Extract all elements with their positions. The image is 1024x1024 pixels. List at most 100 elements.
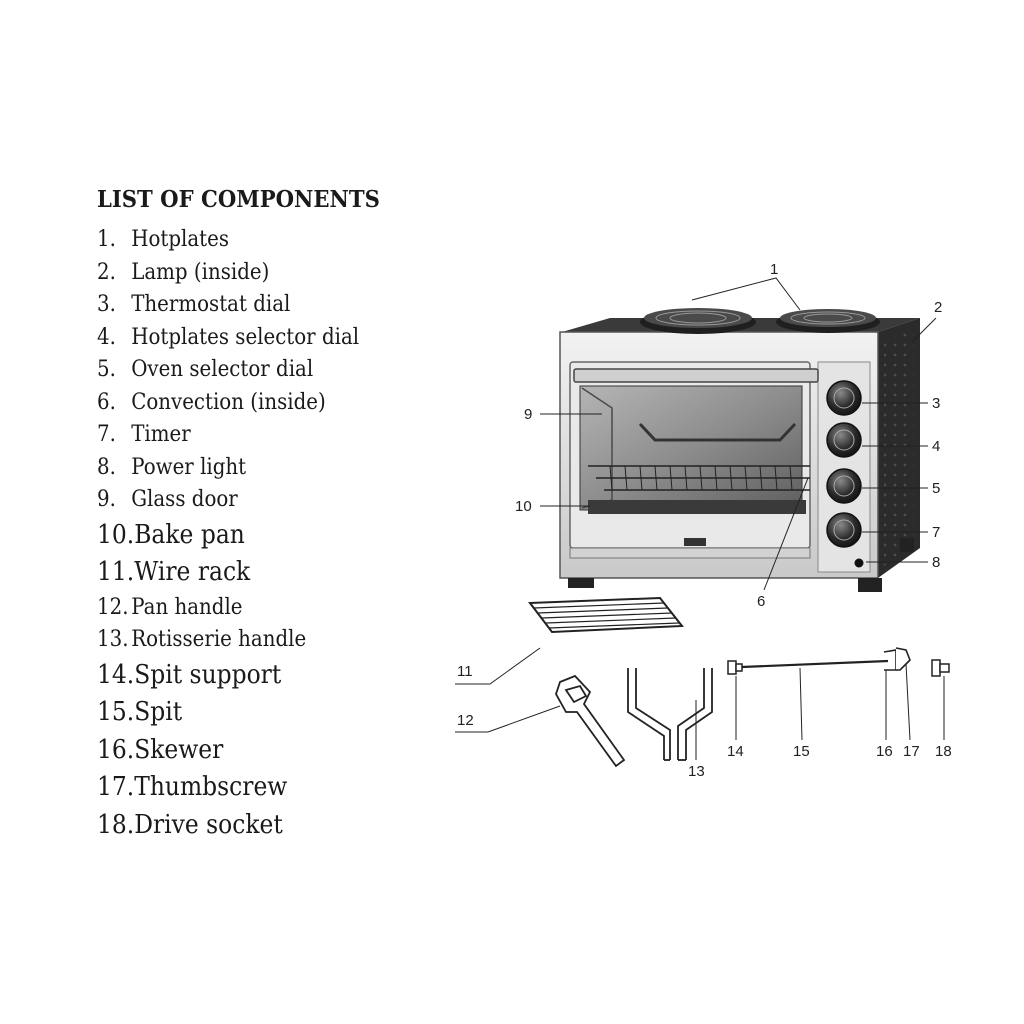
pan-handle — [555, 674, 626, 768]
component-number: 16. — [97, 734, 135, 765]
component-label: Thermostat dial — [131, 292, 291, 317]
callout-9: 9 — [524, 406, 533, 423]
oven-selector-dial — [826, 468, 862, 504]
component-item: 4. Hotplates selector dial — [97, 322, 359, 355]
component-number: 4. — [97, 324, 116, 350]
power-light — [854, 558, 864, 568]
component-item: 2. Lamp (inside) — [97, 257, 359, 290]
component-label: Lamp (inside) — [131, 259, 270, 285]
oven-foot-right — [858, 578, 882, 592]
callout-18: 18 — [935, 743, 952, 760]
callout-17: 17 — [903, 743, 920, 760]
callout-14: 14 — [727, 743, 744, 760]
component-item: 12.Pan handle — [97, 592, 359, 625]
oven — [559, 308, 920, 592]
component-number: 2. — [97, 259, 116, 285]
hotplates-selector-dial — [826, 422, 862, 458]
callout-8: 8 — [932, 554, 941, 571]
component-item: 15.Spit — [97, 694, 359, 732]
oven-foot-back — [900, 538, 914, 552]
component-number: 10. — [97, 519, 135, 550]
thumbscrew — [895, 647, 911, 671]
component-number: 7. — [97, 422, 116, 447]
component-item: 1. Hotplates — [97, 224, 359, 257]
spit-support — [727, 660, 743, 675]
drive-socket — [931, 659, 950, 677]
bake-pan-inside — [588, 500, 806, 514]
callout-10: 10 — [515, 498, 532, 515]
component-item: 18.Drive socket — [97, 807, 359, 845]
component-item: 10.Bake pan — [97, 517, 359, 555]
side-vent-pattern — [884, 330, 914, 566]
rotisserie-inside — [638, 422, 797, 442]
timer-dial — [826, 512, 862, 548]
component-number: 11. — [97, 557, 135, 587]
brand-logo — [684, 538, 706, 546]
component-label: Hotplates — [131, 227, 230, 252]
component-label: Spit — [134, 697, 183, 727]
component-number: 1. — [97, 227, 116, 252]
component-label: Thumbscrew — [134, 772, 288, 802]
leader-lines — [455, 277, 945, 760]
callout-11: 11 — [457, 663, 473, 680]
hotplate-right — [776, 309, 880, 333]
component-list: 1. Hotplates 2. Lamp (inside) 3. Thermostat… — [97, 224, 388, 844]
component-label: Spit support — [134, 659, 282, 690]
component-item: 11.Wire rack — [97, 554, 359, 592]
component-number: 3. — [97, 292, 116, 317]
callout-6: 6 — [757, 593, 766, 610]
component-item: 5. Oven selector dial — [97, 354, 359, 387]
leader-2 — [911, 317, 937, 343]
leader-15 — [799, 667, 803, 741]
component-label: Pan handle — [131, 594, 243, 620]
component-number: 12. — [97, 594, 129, 620]
list-heading: LIST OF COMPONENTS — [97, 186, 380, 213]
callout-2: 2 — [934, 299, 943, 316]
callout-12: 12 — [457, 712, 474, 729]
component-number: 18. — [97, 809, 135, 840]
component-item: 13.Rotisserie handle — [97, 624, 359, 657]
leader-6 — [763, 477, 809, 591]
component-item: 8.Power light — [97, 452, 359, 485]
component-number: 9. — [97, 487, 116, 512]
component-label: Power light — [131, 454, 247, 480]
component-label: Drive socket — [134, 809, 283, 840]
door-glass — [579, 385, 803, 511]
thermostat-dial — [826, 380, 862, 416]
callout-1: 1 — [770, 261, 779, 278]
component-number: 14. — [97, 659, 135, 690]
component-label: Hotplates selector dial — [131, 324, 360, 350]
component-label: Rotisserie handle — [131, 627, 307, 652]
callout-4: 4 — [932, 438, 941, 455]
component-number: 6. — [97, 389, 116, 415]
callout-3: 3 — [932, 395, 941, 412]
component-label: Convection (inside) — [131, 389, 326, 415]
component-item: 14.Spit support — [97, 657, 359, 695]
component-number: 17. — [97, 772, 135, 802]
component-item: 7. Timer — [97, 419, 359, 452]
component-label: Skewer — [134, 734, 224, 765]
component-label: Timer — [131, 422, 191, 447]
oven-foot-left — [568, 578, 594, 588]
component-number: 13. — [97, 627, 129, 652]
wire-rack-bars — [609, 465, 793, 491]
oven-bottom-bar — [569, 547, 811, 559]
component-label: Oven selector dial — [131, 357, 314, 382]
component-label: Bake pan — [134, 519, 245, 550]
callout-15: 15 — [793, 743, 810, 760]
component-item: 3. Thermostat dial — [97, 289, 359, 322]
component-number: 5. — [97, 357, 116, 382]
component-item: 16.Skewer — [97, 732, 359, 770]
leader-12 — [455, 705, 561, 733]
callout-16: 16 — [876, 743, 893, 760]
leader-1 — [691, 277, 801, 311]
door-handle — [573, 368, 819, 383]
component-item: 6. Convection (inside) — [97, 387, 359, 420]
leader-17 — [905, 663, 911, 741]
component-item: 17.Thumbscrew — [97, 769, 359, 807]
callout-5: 5 — [932, 480, 941, 497]
component-label: Glass door — [131, 487, 238, 512]
spit — [741, 659, 889, 669]
component-number: 15. — [97, 697, 135, 727]
